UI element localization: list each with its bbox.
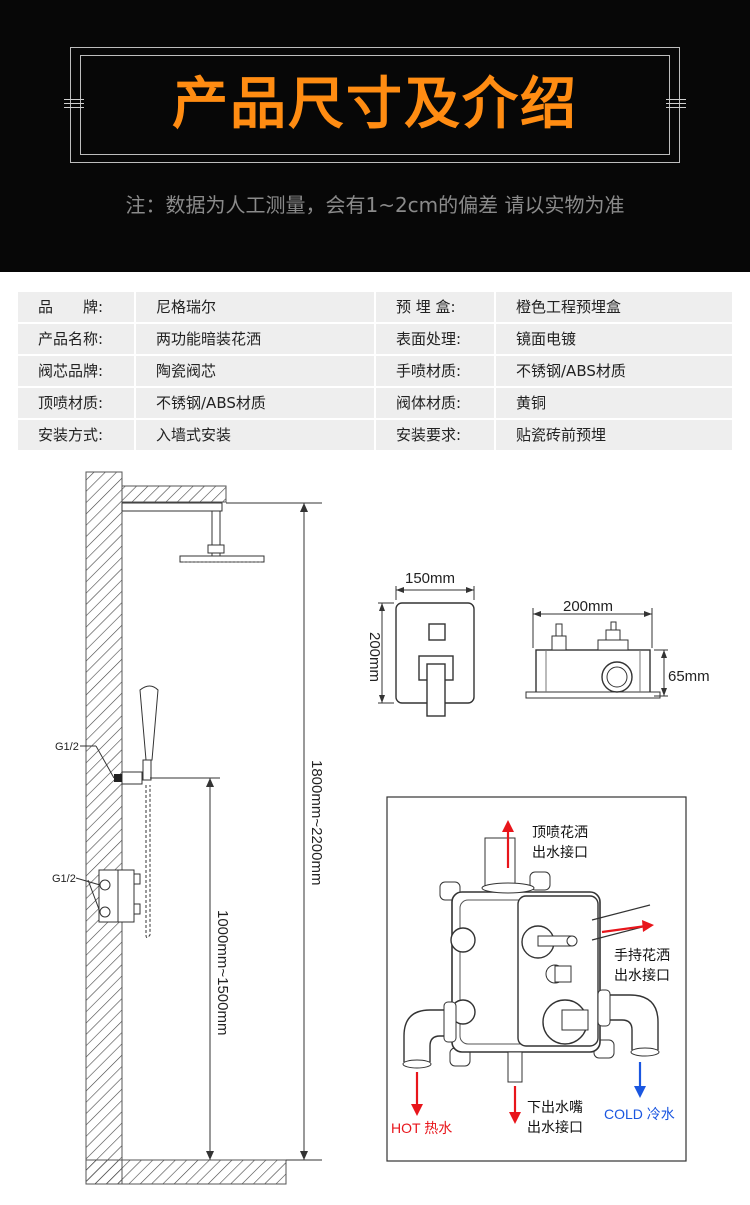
product-diagrams: G1/2 G1/2 1800mm~2200mm 1000mm~1500mm 15… [52, 471, 710, 1185]
spec-row: 安装方式: 入墙式安装 安装要求: 贴瓷砖前预埋 [18, 420, 732, 450]
hot-water-label: HOT 热水 [391, 1120, 452, 1136]
spec-label: 安装方式: [18, 420, 134, 450]
spec-row: 产品名称: 两功能暗装花洒 表面处理: 镜面电镀 [18, 324, 732, 354]
bottom-outlet-label-2: 出水接口 [527, 1119, 583, 1135]
spec-label: 品 牌: [18, 292, 134, 322]
spec-value: 黄铜 [496, 388, 732, 418]
cold-water-label: COLD 冷水 [604, 1106, 675, 1122]
spec-value: 尼格瑞尔 [136, 292, 374, 322]
hand-outlet-label-2: 出水接口 [614, 967, 670, 983]
header-banner: 产品尺寸及介绍 注：数据为人工测量，会有1~2cm的偏差 请以实物为准 [0, 0, 750, 272]
top-outlet-label-1: 顶喷花洒 [532, 824, 588, 840]
top-outlet-label-2: 出水接口 [532, 844, 588, 860]
spec-value: 镜面电镀 [496, 324, 732, 354]
frame-right-mark [666, 96, 686, 110]
spec-table: 品 牌: 尼格瑞尔 预 埋 盒: 橙色工程预埋盒 产品名称: 两功能暗装花洒 表… [18, 292, 732, 452]
box-side-width: 200mm [563, 598, 613, 615]
bottom-outlet-label-1: 下出水嘴 [527, 1099, 583, 1115]
spec-label: 顶喷材质: [18, 388, 134, 418]
spec-row: 顶喷材质: 不锈钢/ABS材质 阀体材质: 黄铜 [18, 388, 732, 418]
spec-value: 橙色工程预埋盒 [496, 292, 732, 322]
height-valve-label: 1000mm~1500mm [214, 910, 231, 1035]
g-label-top: G1/2 [55, 741, 79, 753]
spec-value: 两功能暗装花洒 [136, 324, 374, 354]
spec-label: 产品名称: [18, 324, 134, 354]
spec-value: 入墙式安装 [136, 420, 374, 450]
box-front-width: 150mm [405, 570, 455, 587]
spec-value: 贴瓷砖前预埋 [496, 420, 732, 450]
spec-label: 预 埋 盒: [376, 292, 494, 322]
g-label-bottom: G1/2 [52, 873, 76, 885]
title-frame-outer [70, 47, 680, 163]
box-side-diagram: 200mm 65mm [525, 598, 710, 699]
hand-outlet-label-1: 手持花洒 [614, 947, 670, 963]
measurement-note: 注：数据为人工测量，会有1~2cm的偏差 请以实物为准 [125, 193, 625, 217]
box-side-depth: 65mm [668, 668, 710, 685]
spec-label: 手喷材质: [376, 356, 494, 386]
spec-value: 不锈钢/ABS材质 [496, 356, 732, 386]
spec-label: 阀体材质: [376, 388, 494, 418]
frame-left-mark [64, 96, 84, 110]
spec-label: 阀芯品牌: [18, 356, 134, 386]
spec-row: 品 牌: 尼格瑞尔 预 埋 盒: 橙色工程预埋盒 [18, 292, 732, 322]
box-front-diagram: 150mm 200mm [366, 570, 475, 717]
page-title: 产品尺寸及介绍 [172, 72, 578, 137]
valve-detail-panel: 顶喷花洒 出水接口 手持花洒 出水接口 下出水嘴 出水接口 HOT 热水 COL… [386, 796, 687, 1162]
spec-value: 陶瓷阀芯 [136, 356, 374, 386]
spec-label: 表面处理: [376, 324, 494, 354]
title-frame-inner [80, 55, 670, 155]
spec-row: 阀芯品牌: 陶瓷阀芯 手喷材质: 不锈钢/ABS材质 [18, 356, 732, 386]
height-total-label: 1800mm~2200mm [308, 760, 325, 885]
spec-value: 不锈钢/ABS材质 [136, 388, 374, 418]
spec-label: 安装要求: [376, 420, 494, 450]
box-front-height: 200mm [366, 632, 383, 682]
installation-diagram: G1/2 G1/2 1800mm~2200mm 1000mm~1500mm [52, 471, 325, 1185]
